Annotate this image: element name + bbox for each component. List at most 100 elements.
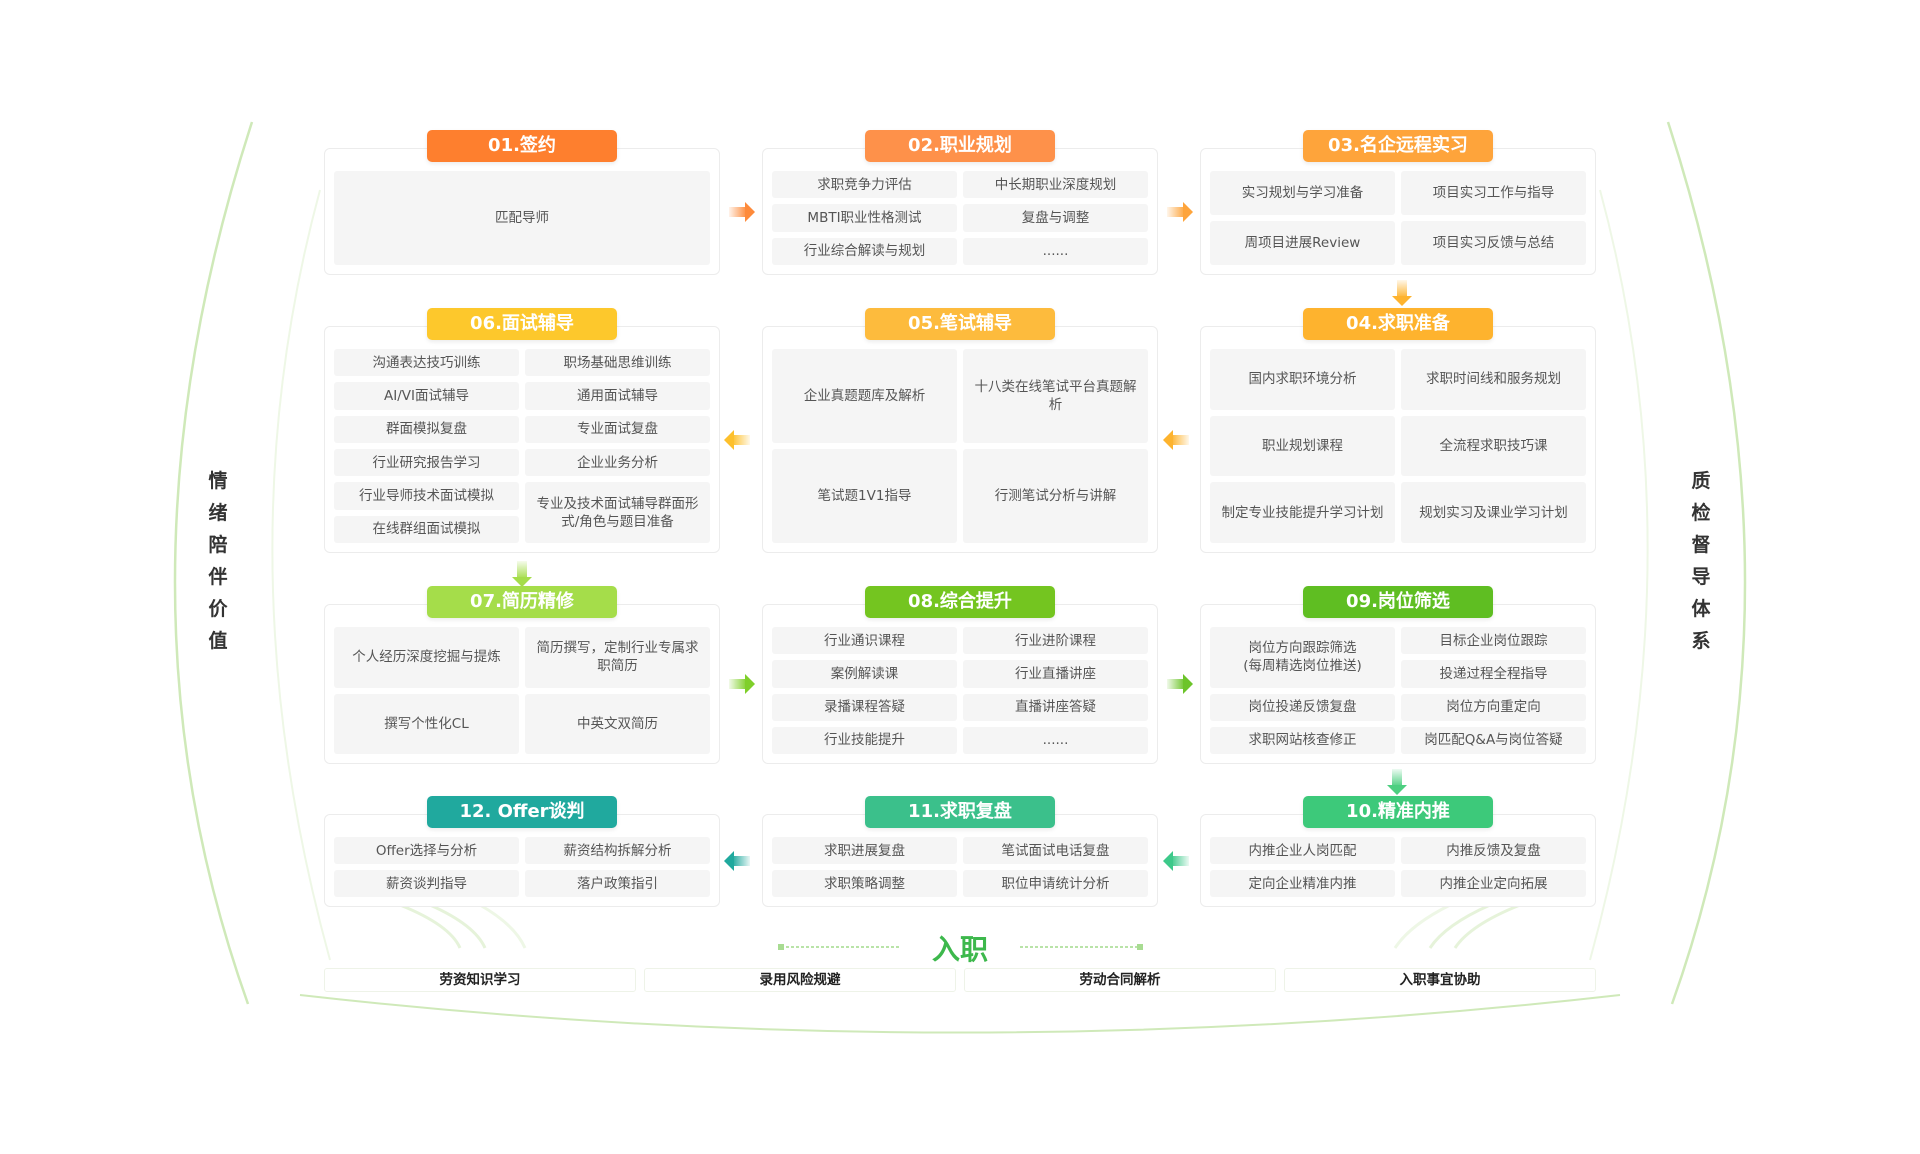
side-char: 检 <box>1691 502 1711 524</box>
service-item: 专业面试复盘 <box>525 415 710 443</box>
service-item: 职场基础思维训练 <box>525 349 710 377</box>
service-item: ...... <box>963 726 1148 754</box>
service-item: 职位申请统计分析 <box>963 870 1148 897</box>
service-item: 十八类在线笔试平台真题解析 <box>963 349 1148 443</box>
service-item: 落户政策指引 <box>525 870 710 897</box>
service-item: 岗位投递反馈复盘 <box>1210 693 1395 721</box>
service-item: 定向企业精准内推 <box>1210 870 1395 897</box>
service-item: 行测笔试分析与讲解 <box>963 449 1148 543</box>
service-item: AI/VI面试辅导 <box>334 382 519 410</box>
onboarding-item: 劳资知识学习 <box>324 968 636 992</box>
service-item: 企业业务分析 <box>525 449 710 477</box>
service-item: 在线群组面试模拟 <box>334 515 519 543</box>
service-item: 项目实习工作与指导 <box>1401 171 1586 215</box>
step-title: 09.岗位筛选 <box>1303 586 1493 618</box>
service-item: 全流程求职技巧课 <box>1401 415 1586 477</box>
service-item: 案例解读课 <box>772 660 957 688</box>
flow-arrow-icon <box>724 430 750 450</box>
service-item: 岗匹配Q&A与岗位答疑 <box>1401 726 1586 754</box>
step-title: 12. Offer谈判 <box>427 796 617 828</box>
flow-arrow-icon <box>1167 674 1193 694</box>
flow-arrow-icon <box>1163 851 1189 871</box>
service-item: 简历撰写，定制行业专属求职简历 <box>525 627 710 688</box>
step-title: 01.签约 <box>427 130 617 162</box>
side-char: 绪 <box>208 502 228 524</box>
service-item: Offer选择与分析 <box>334 837 519 864</box>
service-item: 求职竞争力评估 <box>772 171 957 199</box>
step-card: 企业真题题库及解析十八类在线笔试平台真题解析笔试题1V1指导行测笔试分析与讲解 <box>762 326 1158 553</box>
service-item: 匹配导师 <box>334 171 710 265</box>
service-item: 行业研究报告学习 <box>334 449 519 477</box>
step-card: 内推企业人岗匹配内推反馈及复盘定向企业精准内推内推企业定向拓展 <box>1200 814 1596 907</box>
service-item: 沟通表达技巧训练 <box>334 349 519 377</box>
step-title: 08.综合提升 <box>865 586 1055 618</box>
service-item: 求职进展复盘 <box>772 837 957 864</box>
service-item: 笔试题1V1指导 <box>772 449 957 543</box>
flow-arrow-icon <box>1163 430 1189 450</box>
flow-arrow-icon <box>729 202 755 222</box>
service-item: 行业直播讲座 <box>963 660 1148 688</box>
step-title: 02.职业规划 <box>865 130 1055 162</box>
service-item: 薪资谈判指导 <box>334 870 519 897</box>
flow-arrow-icon <box>1387 769 1407 795</box>
service-item: 复盘与调整 <box>963 204 1148 232</box>
service-item: 中长期职业深度规划 <box>963 171 1148 199</box>
service-item: 规划实习及课业学习计划 <box>1401 482 1586 543</box>
service-item: 岗位方向重定向 <box>1401 693 1586 721</box>
step-title: 07.简历精修 <box>427 586 617 618</box>
onboarding-item: 劳动合同解析 <box>964 968 1276 992</box>
step-card: 行业通识课程行业进阶课程案例解读课行业直播讲座录播课程答疑直播讲座答疑行业技能提… <box>762 604 1158 764</box>
service-item: 项目实习反馈与总结 <box>1401 221 1586 265</box>
side-label-emotional-support: 情绪陪伴价值 <box>203 465 233 657</box>
side-char: 质 <box>1691 470 1711 492</box>
service-item: MBTI职业性格测试 <box>772 204 957 232</box>
flow-arrow-icon <box>729 674 755 694</box>
step-title: 11.求职复盘 <box>865 796 1055 828</box>
service-item: 通用面试辅导 <box>525 382 710 410</box>
flow-arrow-icon <box>512 561 532 587</box>
service-item: 求职网站核查修正 <box>1210 726 1395 754</box>
service-item: 制定专业技能提升学习计划 <box>1210 482 1395 543</box>
service-item: 行业通识课程 <box>772 627 957 655</box>
service-item: 职业规划课程 <box>1210 415 1395 477</box>
service-item: 专业及技术面试辅导群面形式/角色与题目准备 <box>525 482 710 543</box>
side-char: 系 <box>1691 630 1711 652</box>
service-item: 撰写个性化CL <box>334 693 519 754</box>
service-item: 国内求职环境分析 <box>1210 349 1395 410</box>
side-char: 导 <box>1691 566 1711 588</box>
side-label-quality-supervision: 质检督导体系 <box>1686 465 1716 657</box>
side-char: 伴 <box>208 566 228 588</box>
service-item: 行业技能提升 <box>772 726 957 754</box>
flow-arrow-icon <box>1392 280 1412 306</box>
service-item: 直播讲座答疑 <box>963 693 1148 721</box>
step-title: 04.求职准备 <box>1303 308 1493 340</box>
service-item: 行业导师技术面试模拟 <box>334 482 519 510</box>
step-card: Offer选择与分析薪资结构拆解分析薪资谈判指导落户政策指引 <box>324 814 720 907</box>
service-item: 投递过程全程指导 <box>1401 660 1586 688</box>
service-item: 个人经历深度挖掘与提炼 <box>334 627 519 688</box>
service-item: 录播课程答疑 <box>772 693 957 721</box>
service-item: ...... <box>963 237 1148 265</box>
service-item: 求职时间线和服务规划 <box>1401 349 1586 410</box>
service-item: 求职策略调整 <box>772 870 957 897</box>
step-card: 岗位方向跟踪筛选 (每周精选岗位推送)目标企业岗位跟踪投递过程全程指导岗位投递反… <box>1200 604 1596 764</box>
step-title: 06.面试辅导 <box>427 308 617 340</box>
service-item: 实习规划与学习准备 <box>1210 171 1395 215</box>
service-item: 薪资结构拆解分析 <box>525 837 710 864</box>
service-item: 企业真题题库及解析 <box>772 349 957 443</box>
service-item: 岗位方向跟踪筛选 (每周精选岗位推送) <box>1210 627 1395 688</box>
service-item: 周项目进展Review <box>1210 221 1395 265</box>
side-char: 价 <box>208 598 228 620</box>
side-char: 值 <box>208 630 228 652</box>
flow-arrow-icon <box>724 851 750 871</box>
side-char: 陪 <box>208 534 228 556</box>
step-title: 10.精准内推 <box>1303 796 1493 828</box>
service-item: 中英文双简历 <box>525 693 710 754</box>
service-item: 行业进阶课程 <box>963 627 1148 655</box>
onboarding-item: 录用风险规避 <box>644 968 956 992</box>
onboarding-title: 入职 <box>931 933 988 966</box>
service-item: 内推企业定向拓展 <box>1401 870 1586 897</box>
